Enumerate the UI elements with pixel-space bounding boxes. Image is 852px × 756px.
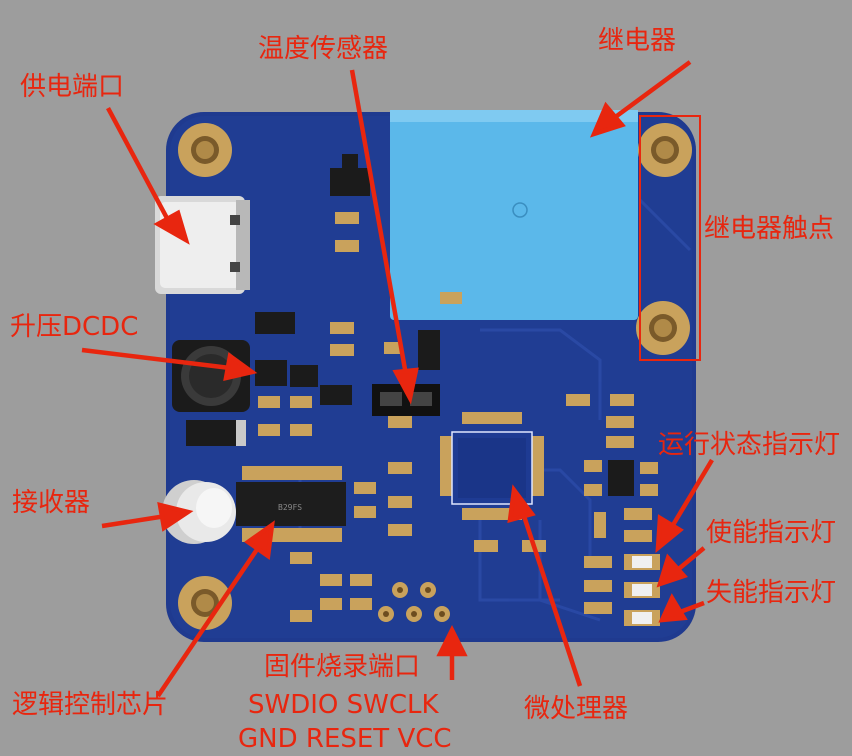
label-swd-row1: SWDIO SWCLK — [248, 690, 439, 720]
label-logic-chip: 逻辑控制芯片 — [12, 690, 169, 720]
mcu-chip — [440, 412, 544, 520]
label-power-port: 供电端口 — [20, 72, 125, 102]
relay-contact-box — [639, 115, 701, 361]
relay-contact-top — [638, 123, 692, 177]
label-mcu: 微处理器 — [524, 694, 629, 724]
mounting-hole-bl — [178, 576, 232, 630]
swd-pads — [378, 582, 450, 622]
relay-body — [390, 110, 638, 320]
annotation-arrows — [81, 60, 714, 698]
chip-marking: B29FS — [278, 503, 302, 512]
label-disable-led: 失能指示灯 — [706, 578, 837, 608]
label-relay-contacts: 继电器触点 — [704, 214, 835, 244]
label-boost-dcdc: 升压DCDC — [10, 312, 139, 342]
relay-contact-bottom — [636, 301, 690, 355]
enable-led — [624, 554, 660, 570]
label-receiver: 接收器 — [12, 488, 91, 518]
label-relay: 继电器 — [598, 26, 677, 56]
label-temp-sensor: 温度传感器 — [258, 34, 389, 64]
label-swd-row2: GND RESET VCC — [238, 724, 452, 754]
status-led — [624, 582, 660, 598]
label-status-led: 运行状态指示灯 — [658, 430, 841, 460]
ir-receiver — [162, 480, 236, 544]
label-firmware-port: 固件烧录端口 — [264, 652, 421, 682]
mounting-hole-tl — [178, 123, 232, 177]
label-enable-led: 使能指示灯 — [706, 518, 837, 548]
disable-led — [624, 610, 660, 626]
usb-c-connector — [155, 196, 250, 294]
